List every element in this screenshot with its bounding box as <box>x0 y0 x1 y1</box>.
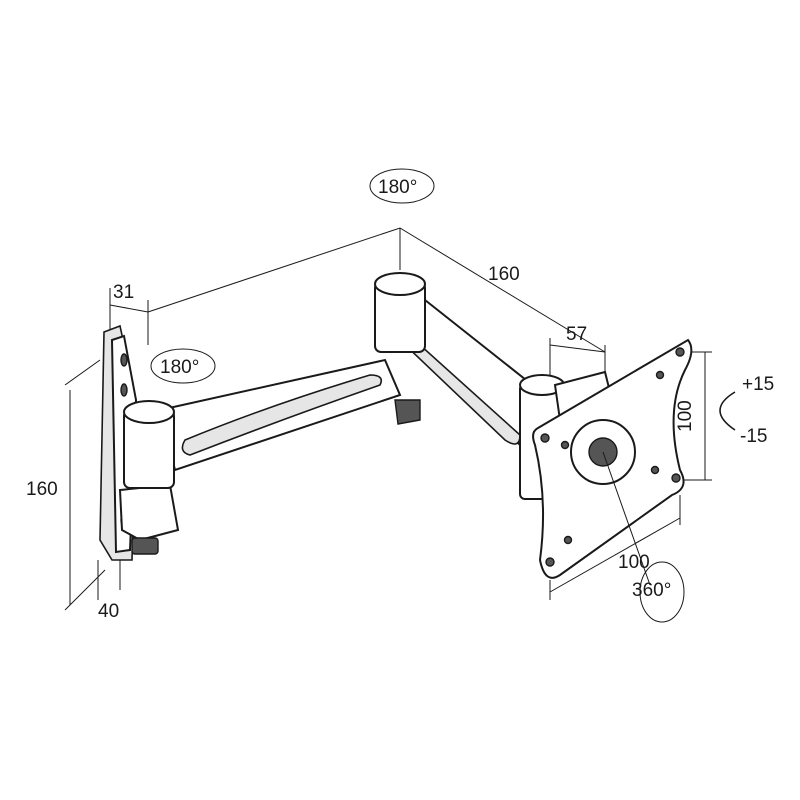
label-tilt-up: +15 <box>742 374 774 395</box>
vesa-plate <box>532 338 693 579</box>
label-tilt-down: -15 <box>740 426 767 447</box>
rotation-top-icon <box>369 168 435 204</box>
label-vesa-vertical: 100 <box>675 400 696 432</box>
label-rotation-wall: 180° <box>160 357 199 378</box>
label-wall-offset: 31 <box>113 282 134 303</box>
tilt-arrow-icon <box>719 391 736 431</box>
dimension-lines <box>64 227 712 611</box>
rotation-wall-icon <box>150 348 216 384</box>
label-vesa-horizontal: 100 <box>618 552 650 573</box>
second-arm <box>374 272 565 500</box>
label-plate-width: 40 <box>98 601 119 622</box>
label-rotation-top: 180° <box>378 177 417 198</box>
label-plate-height: 160 <box>26 479 58 500</box>
label-rotation-plate: 360° <box>632 580 671 601</box>
label-head-depth: 57 <box>566 324 587 345</box>
rotation-indicators <box>150 168 736 623</box>
label-arm-length: 160 <box>488 264 520 285</box>
rotation-plate-icon <box>639 561 685 623</box>
first-arm <box>123 358 421 489</box>
dimension-labels: 180° 160 31 180° 57 +15 -15 100 160 40 1… <box>26 177 774 622</box>
